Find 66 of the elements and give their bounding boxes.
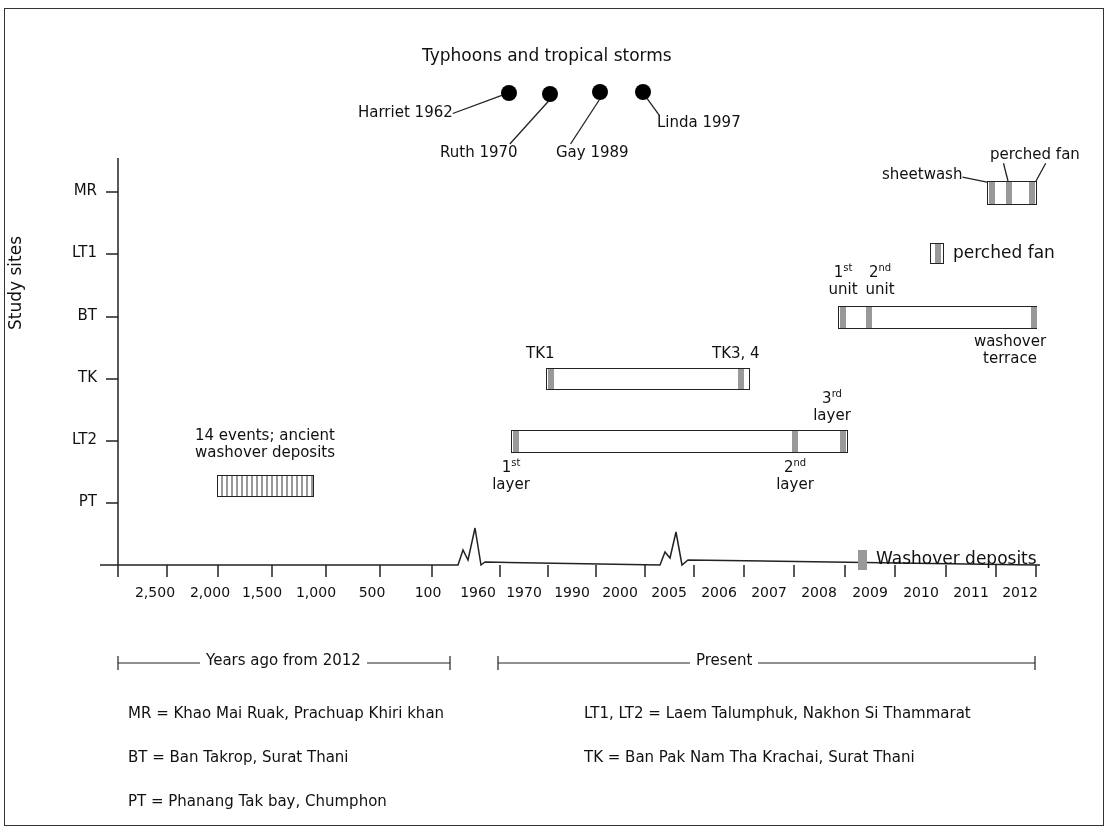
bar-label: TK1: [526, 345, 555, 363]
annotation-label: sheetwash: [882, 166, 963, 184]
tick-label: 2005: [650, 584, 688, 601]
tick-label: 2010: [902, 584, 940, 601]
storm-label: Harriet 1962: [358, 104, 453, 122]
bar-label: 3$^{rd}$ layer: [812, 388, 852, 425]
deposit-bar: [546, 368, 750, 390]
bar-label: 14 events; ancient washover deposits: [193, 427, 337, 462]
leader-line: [961, 176, 988, 183]
leader-line: [452, 94, 503, 115]
leader-line: [569, 99, 600, 145]
tick-label: 1,000: [294, 584, 338, 601]
axis-label: PT: [78, 493, 97, 511]
note-text: LT1, LT2 = Laem Talumphuk, Nakhon Si Thammarat: [584, 705, 971, 723]
tick-label: 2007: [750, 584, 788, 601]
tick-label: 2009: [851, 584, 889, 601]
storm-marker: [501, 85, 517, 101]
axis-label: LT2: [72, 431, 97, 449]
annotation-label: perched fan: [990, 146, 1080, 164]
tick-label: 2006: [700, 584, 738, 601]
tick-label: 2012: [1001, 584, 1039, 601]
bar-label: 2$^{nd}$ unit: [864, 262, 896, 299]
storm-label: Linda 1997: [657, 114, 741, 132]
deposit-bar: [511, 430, 848, 453]
tick-label: 100: [413, 584, 443, 601]
tick-label: 2,000: [188, 584, 232, 601]
leader-line: [1002, 162, 1009, 182]
bar-label: perched fan: [953, 243, 1055, 263]
tick-label: 1,500: [240, 584, 284, 601]
note-text: PT = Phanang Tak bay, Chumphon: [128, 793, 387, 811]
tick-label: 2000: [601, 584, 639, 601]
storm-label: Ruth 1970: [440, 144, 518, 162]
tick-label: 2,500: [133, 584, 177, 601]
axis-label: TK: [78, 369, 97, 387]
axis-label: LT1: [72, 244, 97, 262]
tick-label: 1990: [553, 584, 591, 601]
leader-line: [509, 100, 550, 145]
storm-marker: [542, 86, 558, 102]
leader-line: [646, 97, 661, 117]
tick-label: 500: [357, 584, 387, 601]
note-text: MR = Khao Mai Ruak, Prachuap Khiri khan: [128, 705, 445, 723]
tick-label: 2011: [952, 584, 990, 601]
axis-label: BT: [77, 307, 97, 325]
note-text: TK = Ban Pak Nam Tha Krachai, Surat Thani: [584, 749, 915, 767]
axis-label: MR: [73, 182, 97, 200]
deposit-bar: [987, 181, 1037, 205]
bar-label: washover terrace: [972, 333, 1048, 368]
chart-heading: Typhoons and tropical storms: [422, 46, 672, 66]
deposit-bar: [930, 243, 944, 264]
bar-label: 2$^{nd}$ layer: [775, 457, 815, 494]
tick-label: 2008: [800, 584, 838, 601]
deposit-bar: [838, 306, 1037, 329]
axis-title: Study sites: [6, 235, 26, 330]
leader-line: [1035, 162, 1047, 182]
note-text: BT = Ban Takrop, Surat Thani: [128, 749, 349, 767]
bar-label: 1$^{st}$ layer: [491, 457, 531, 494]
storm-marker: [635, 84, 651, 100]
bar-label: 1$^{st}$ unit: [827, 262, 859, 299]
bracket-label: Years ago from 2012: [200, 652, 367, 670]
tick-label: 1970: [505, 584, 543, 601]
tick-label: 1960: [459, 584, 497, 601]
legend-label: Washover deposits: [876, 549, 1037, 569]
storm-label: Gay 1989: [556, 144, 629, 162]
deposit-bar: [217, 475, 314, 497]
bar-label: TK3, 4: [712, 345, 760, 363]
storm-marker: [592, 84, 608, 100]
